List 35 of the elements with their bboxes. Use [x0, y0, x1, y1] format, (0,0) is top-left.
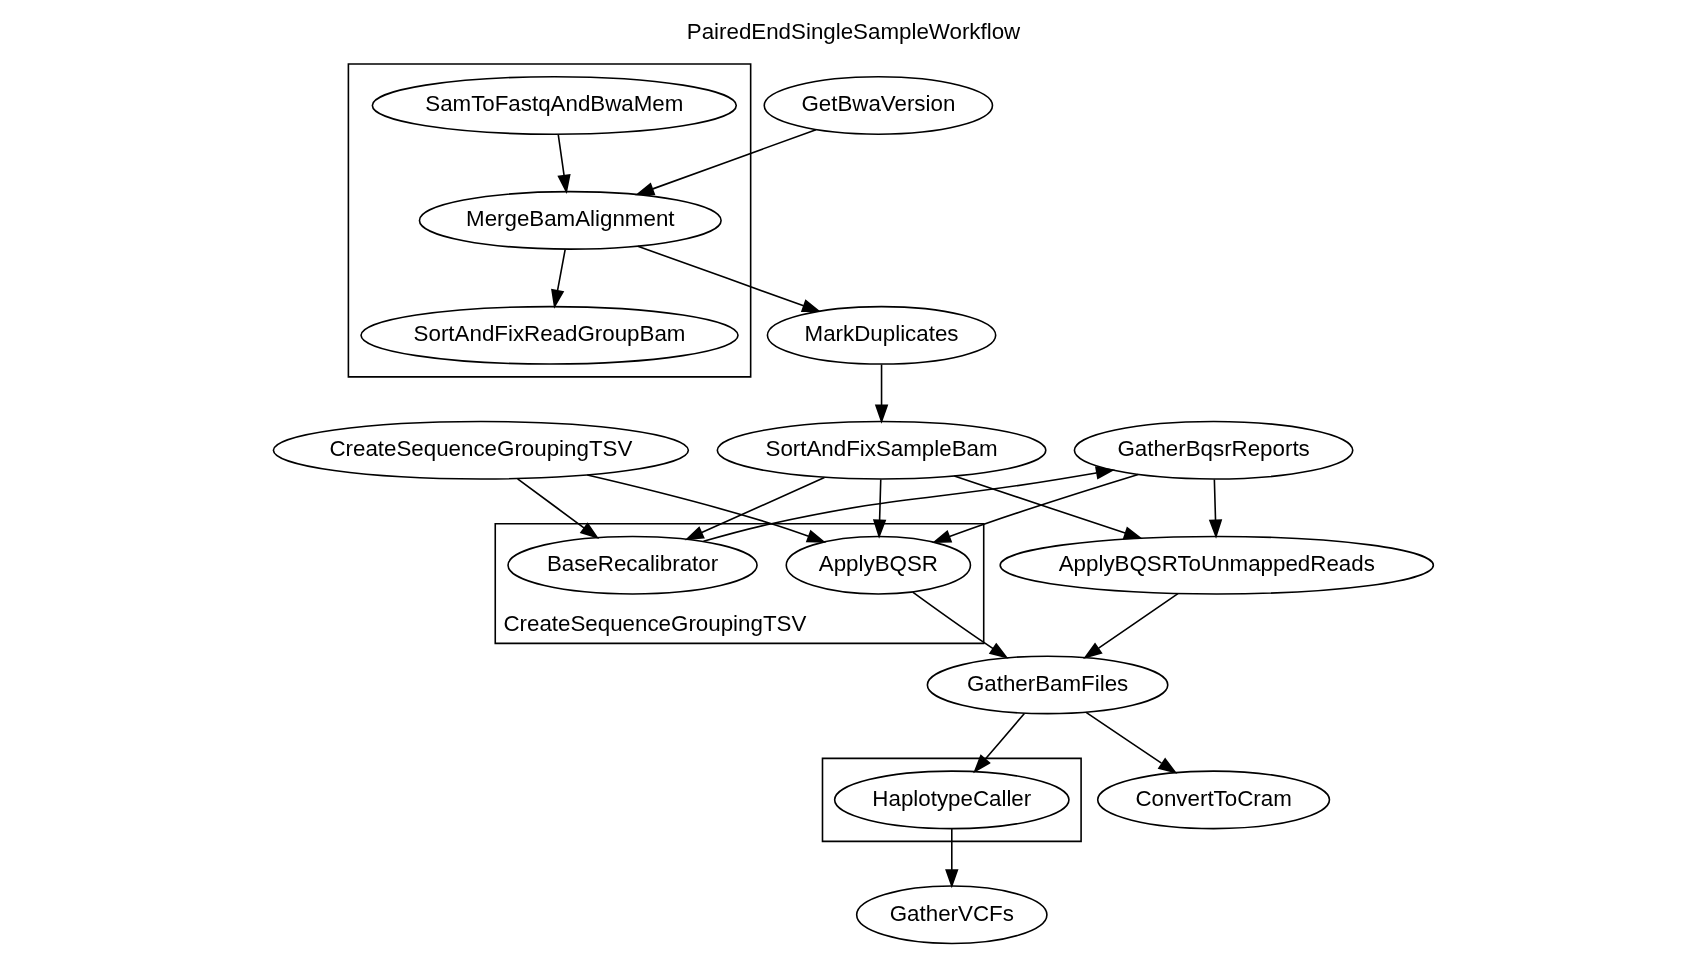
node-ellipse: SamToFastqAndBwaMem	[371, 75, 737, 135]
arrow	[1084, 711, 1177, 774]
arrow	[684, 476, 825, 541]
diagram-title: PairedEndSingleSampleWorkflow	[686, 18, 1020, 44]
node-ellipse: HaplotypeCaller	[833, 770, 1070, 830]
arrow	[931, 473, 1139, 543]
node-ellipse: GatherBamFiles	[926, 655, 1169, 715]
node-ellipse: MarkDuplicates	[766, 305, 996, 365]
node-ellipse: SortAndFixSampleBam	[716, 420, 1047, 480]
arrow	[944, 828, 958, 889]
cluster	[821, 757, 1082, 843]
arrow	[634, 128, 817, 196]
arrow	[550, 248, 566, 309]
node-ellipse: ApplyBQSRToUnmappedReads	[998, 535, 1434, 595]
arrow	[556, 133, 571, 194]
arrow	[702, 466, 1115, 543]
arrow	[1208, 478, 1222, 539]
arrow	[585, 474, 826, 543]
node-ellipse: ApplyBQSR	[784, 535, 971, 595]
node-ellipse: BaseRecalibrator	[506, 535, 758, 595]
arrow	[911, 591, 1009, 659]
node-ellipse: MergeBamAlignment	[418, 190, 722, 250]
node-ellipse: GatherVCFs	[855, 885, 1048, 945]
arrow	[972, 712, 1025, 774]
arrow	[874, 363, 888, 424]
arrow	[516, 478, 599, 539]
arrow	[1082, 592, 1179, 659]
arrow	[636, 245, 821, 313]
node-ellipse: ConvertToCram	[1096, 770, 1330, 830]
cluster	[347, 63, 751, 378]
node-ellipse: GetBwaVersion	[762, 75, 993, 135]
arrow	[872, 478, 886, 539]
node-ellipse: CreateSequenceGroupingTSV	[272, 420, 689, 480]
arrow	[953, 475, 1143, 540]
node-ellipse: SortAndFixReadGroupBam	[359, 305, 739, 365]
